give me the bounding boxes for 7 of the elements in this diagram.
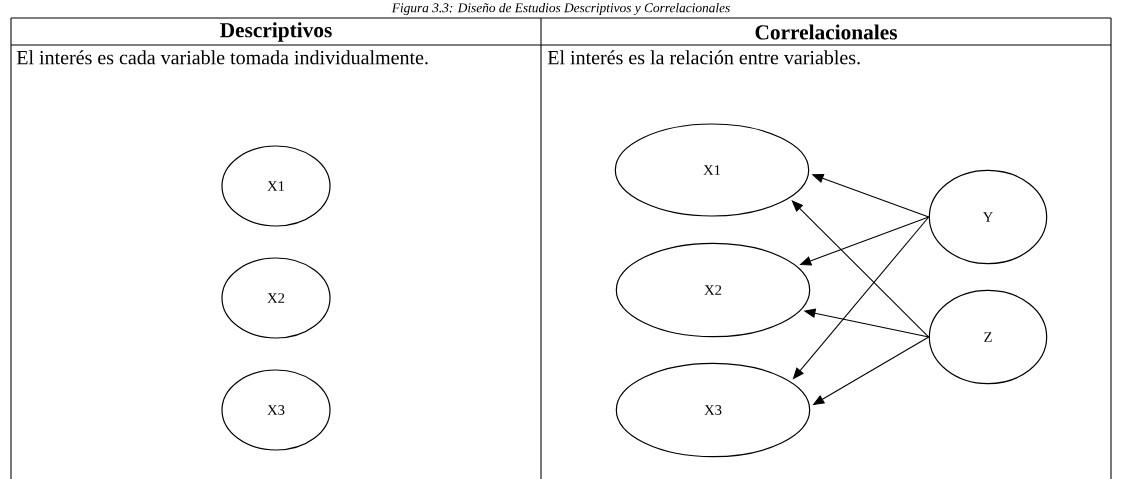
arrow (792, 216, 930, 380)
column-header: Descriptivos (220, 22, 332, 42)
description-text: El interés es la relación entre variables. (547, 50, 860, 65)
arrow (791, 200, 930, 338)
column-header: Correlacionales (755, 24, 897, 40)
description-text: El interés es cada variable tomada individualmente. (16, 50, 428, 65)
figure-title: Figura 3.3: Diseño de Estudios Descriptivos y Correlacionales (391, 2, 730, 16)
